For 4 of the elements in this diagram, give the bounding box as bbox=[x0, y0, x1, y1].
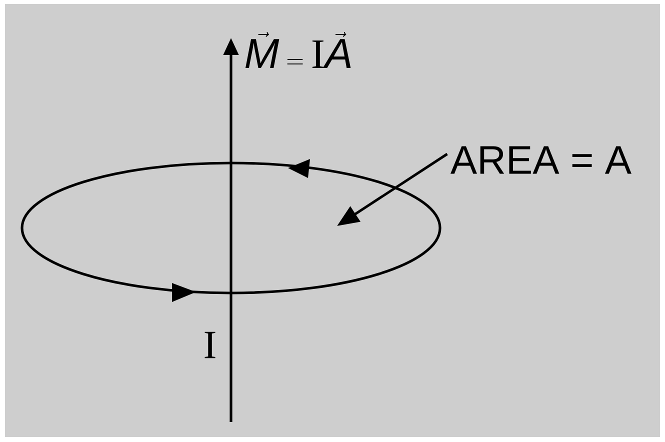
current-label: I bbox=[204, 332, 216, 358]
area-label: AREA = A bbox=[450, 146, 632, 174]
current-loop bbox=[20, 162, 442, 294]
moment-formula: $\vec{M} = \mathrm{I}\vec{A}$ bbox=[246, 32, 351, 68]
